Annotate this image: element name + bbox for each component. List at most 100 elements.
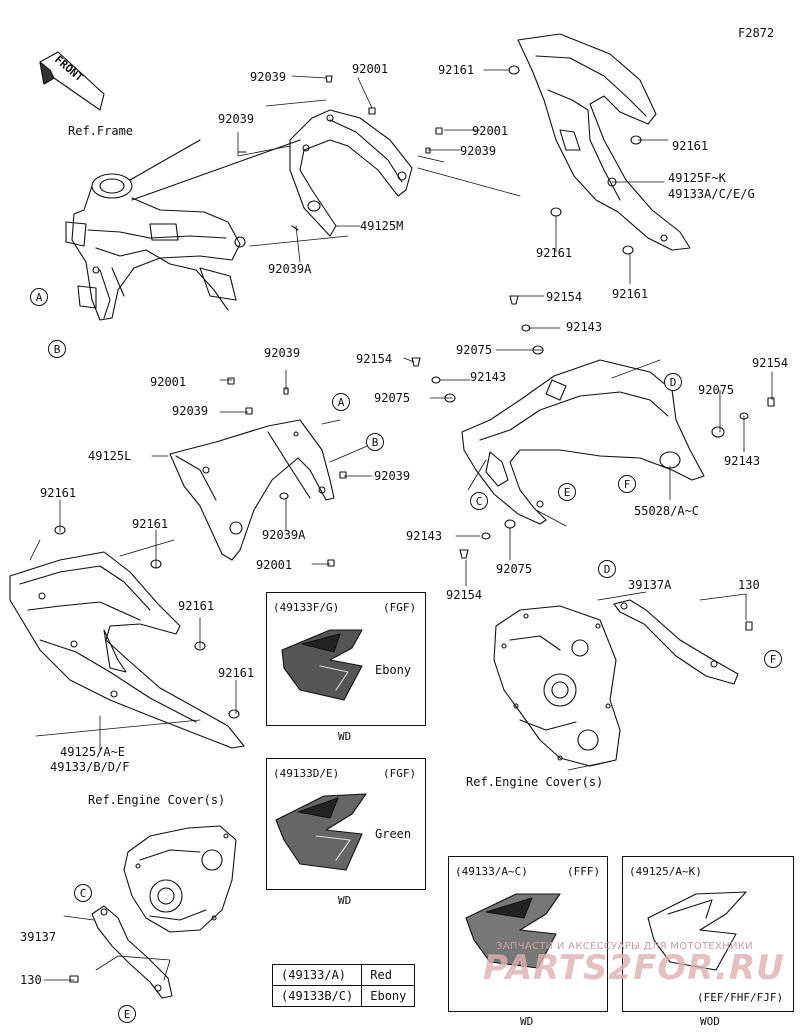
shroud-49125FK: [517, 33, 691, 251]
side-cover-55028: [461, 359, 705, 525]
callout-f: F: [618, 475, 636, 493]
part-label: 92075: [698, 383, 735, 397]
inset-fff: (49133/A~C) (FFF): [448, 856, 608, 1012]
part-label: 39137A: [628, 578, 672, 592]
callout-a: A: [332, 393, 350, 411]
part-label: 92001: [150, 375, 187, 389]
part-label: 92143: [406, 529, 443, 543]
inset-color-code: (FFF): [567, 865, 601, 878]
part-label: 130: [20, 973, 42, 987]
part-label: 130: [738, 578, 760, 592]
part-label: 92075: [374, 391, 411, 405]
stay-39137A: [613, 599, 739, 685]
inset-caption: WOD: [700, 1015, 720, 1028]
callout-b: B: [48, 340, 66, 358]
front-arrow-icon: [39, 51, 105, 111]
part-label: 92001: [472, 124, 509, 138]
table-cell-part: (49133/A): [271, 964, 363, 986]
inset-color-name: Green: [375, 827, 412, 841]
part-label: 92039: [218, 112, 255, 126]
part-label: 92039A: [262, 528, 306, 542]
inset-color-name: Ebony: [375, 663, 412, 677]
callout-e: E: [558, 483, 576, 501]
stay-39137: [91, 905, 173, 999]
table-row: (49133/A) Red: [271, 964, 416, 986]
callout-c: C: [74, 884, 92, 902]
inset-caption: WD: [338, 730, 352, 743]
watermark-logo: PARTS2FOR.RU: [483, 948, 785, 988]
inset-green-art: [275, 793, 367, 871]
part-label: 92039: [264, 346, 301, 360]
part-label: 39137: [20, 930, 57, 944]
ref-engine-cover-label[interactable]: Ref.Engine Cover(s): [466, 775, 604, 789]
part-label: 92154: [752, 356, 789, 370]
watermark-tagline: ЗАПЧАСТИ И АКСЕССУАРЫ ДЛЯ МОТОТЕХНИКИ: [496, 941, 753, 952]
part-label: 92039: [374, 469, 411, 483]
part-label: 49125L: [88, 449, 132, 463]
inset-caption: WD: [338, 894, 352, 907]
part-label: 92154: [356, 352, 393, 366]
table-cell-part: (49133B/C): [271, 985, 363, 1007]
part-label: 92039: [460, 144, 497, 158]
part-label: 92039A: [268, 262, 312, 276]
part-label: 92161: [40, 486, 77, 500]
engine-cover-right-drawing: [493, 605, 621, 767]
callout-c: C: [470, 492, 488, 510]
inset-green: (49133D/E) (FGF) Green: [266, 758, 426, 890]
leader-lines: [29, 69, 773, 981]
inset-ebony: (49133F/G) (FGF) Ebony: [266, 592, 426, 726]
callout-d: D: [664, 373, 682, 391]
part-label: 92143: [566, 320, 603, 334]
bracket-49125L: [169, 419, 335, 561]
figure-code: F2872: [738, 26, 775, 40]
part-label: 92161: [672, 139, 709, 153]
inset-ebony-art: [281, 629, 363, 701]
part-label: 92154: [446, 588, 483, 602]
inset-fef: (49125/A~K) (FEF/FHF/FJF): [622, 856, 794, 1012]
ref-frame-label[interactable]: Ref.Frame: [68, 124, 134, 138]
inset-fef-art: [647, 891, 747, 971]
part-label: 92001: [256, 558, 293, 572]
part-label: 49125/A~E: [60, 745, 126, 759]
part-label: 49133A/C/E/G: [668, 187, 755, 201]
part-label: 92039: [172, 404, 209, 418]
part-label: 92039: [250, 70, 287, 84]
part-label: 92154: [546, 290, 583, 304]
part-label: 55028/A~C: [634, 504, 700, 518]
callout-b: B: [366, 433, 384, 451]
engine-cover-left-drawing: [123, 825, 237, 933]
callout-f: F: [764, 650, 782, 668]
part-label: 92161: [178, 599, 215, 613]
part-label: 92075: [456, 343, 493, 357]
inset-fff-art: [465, 893, 561, 969]
inset-part-code: (49125/A~K): [629, 865, 702, 878]
inset-color-code: (FGF): [383, 767, 417, 780]
part-label: 92161: [612, 287, 649, 301]
part-label: 49125F~K: [668, 171, 726, 185]
inset-caption: WD: [520, 1015, 534, 1028]
part-label: 92001: [352, 62, 389, 76]
part-label: 49133/B/D/F: [50, 760, 130, 774]
callout-a: A: [30, 288, 48, 306]
inset-part-code: (49133D/E): [273, 767, 340, 780]
callout-d: D: [598, 560, 616, 578]
bracket-49125M: [289, 109, 413, 237]
inset-part-code: (49133/A~C): [455, 865, 528, 878]
shroud-49125AE: [9, 551, 245, 749]
part-label: 92143: [724, 454, 761, 468]
part-label: 92075: [496, 562, 533, 576]
part-label: 92161: [218, 666, 255, 680]
color-table: (49133/A) Red (49133B/C) Ebony: [271, 964, 416, 1007]
ref-engine-cover-label[interactable]: Ref.Engine Cover(s): [88, 793, 226, 807]
inset-part-code: (49133F/G): [273, 601, 340, 614]
inset-color-code: (FEF/FHF/FJF): [697, 991, 784, 1004]
part-label: 49125M: [360, 219, 404, 233]
part-label: 92161: [536, 246, 573, 260]
callout-e: E: [118, 1005, 136, 1023]
part-label: 92143: [470, 370, 507, 384]
part-label: 92161: [132, 517, 169, 531]
table-row: (49133B/C) Ebony: [271, 985, 416, 1007]
part-label: 92161: [438, 63, 475, 77]
